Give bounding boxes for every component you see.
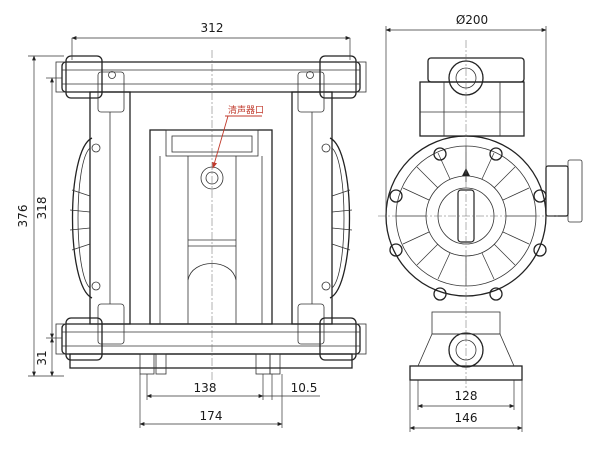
dim-port-height: 318: [35, 197, 49, 220]
dim-mount-slot: 10.5: [291, 381, 318, 395]
dim-overall-width: 312: [201, 21, 224, 35]
dim-base-height: 31: [35, 350, 49, 365]
dim-diameter: Ø200: [456, 13, 488, 27]
dim-mount-spacing: 138: [194, 381, 217, 395]
dim-base-outer: 146: [455, 411, 478, 425]
front-view: [55, 50, 367, 380]
dim-base-width: 174: [200, 409, 223, 423]
dim-base-inner: 128: [455, 389, 478, 403]
side-view: [378, 40, 583, 392]
muffler-port-callout: 清声器口: [228, 104, 264, 116]
dim-overall-height: 376: [16, 205, 30, 228]
callout-arrow: [212, 115, 229, 169]
side-dimensions: [385, 26, 547, 432]
front-dimensions: [28, 36, 351, 428]
